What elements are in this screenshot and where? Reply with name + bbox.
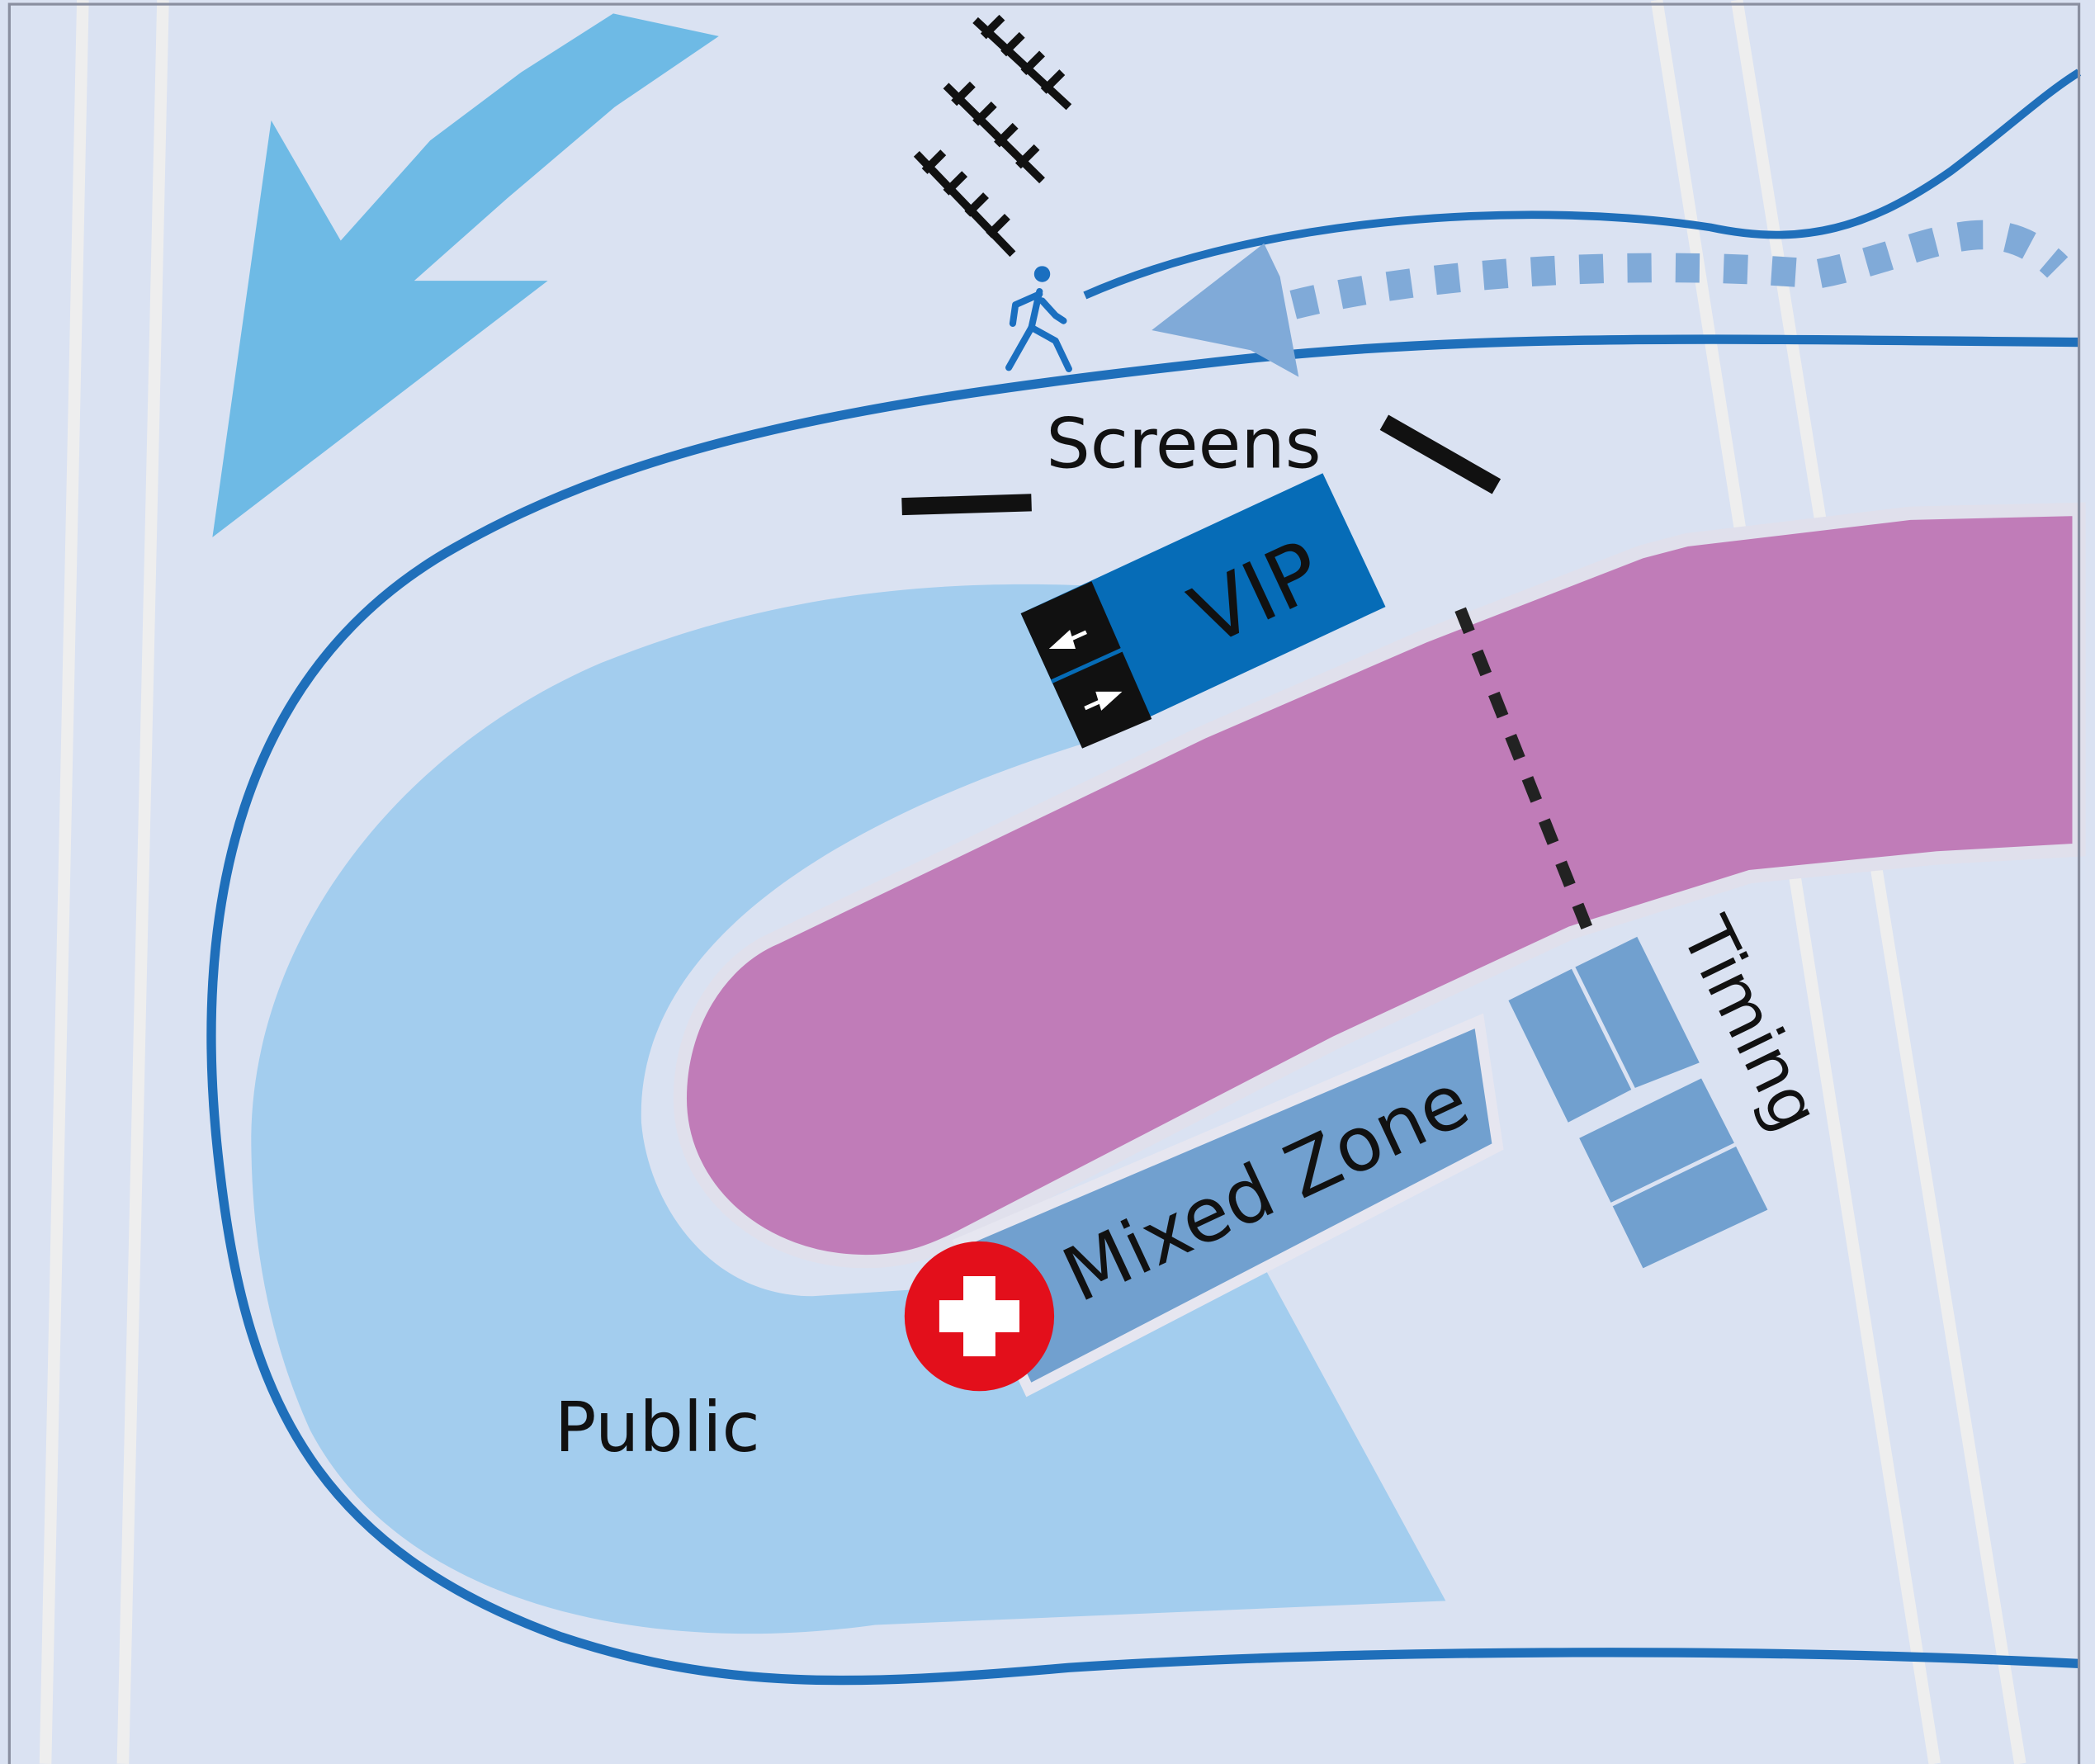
vip-structure: VIP [1020, 473, 1386, 749]
finish-area [673, 502, 2086, 1269]
map-border [7, 2, 2081, 1764]
entry-exit-arrows-icon [1048, 630, 1123, 711]
dashed-flow-arrow [1152, 220, 2069, 377]
timing-boxes [1502, 931, 1773, 1274]
screen-right [1379, 414, 1501, 494]
ski-tracks [39, 0, 2026, 1764]
public-area [251, 584, 1446, 1634]
course-boundary-line [206, 334, 2079, 1686]
public-label: Public [555, 1387, 760, 1468]
course-return-line [1083, 69, 2082, 300]
first-aid-cross-icon [904, 1241, 1055, 1392]
screen-left [901, 494, 1032, 516]
screens-label: Screens [1046, 404, 1321, 485]
walking-person-icon [1005, 266, 1072, 372]
timing-line [1454, 607, 1596, 938]
fences [913, 14, 1072, 258]
screens: Screens [901, 404, 1501, 516]
fence-3 [913, 149, 1016, 258]
direction-arrow [212, 13, 719, 537]
fence-1 [972, 14, 1072, 111]
fence-2 [943, 81, 1045, 184]
